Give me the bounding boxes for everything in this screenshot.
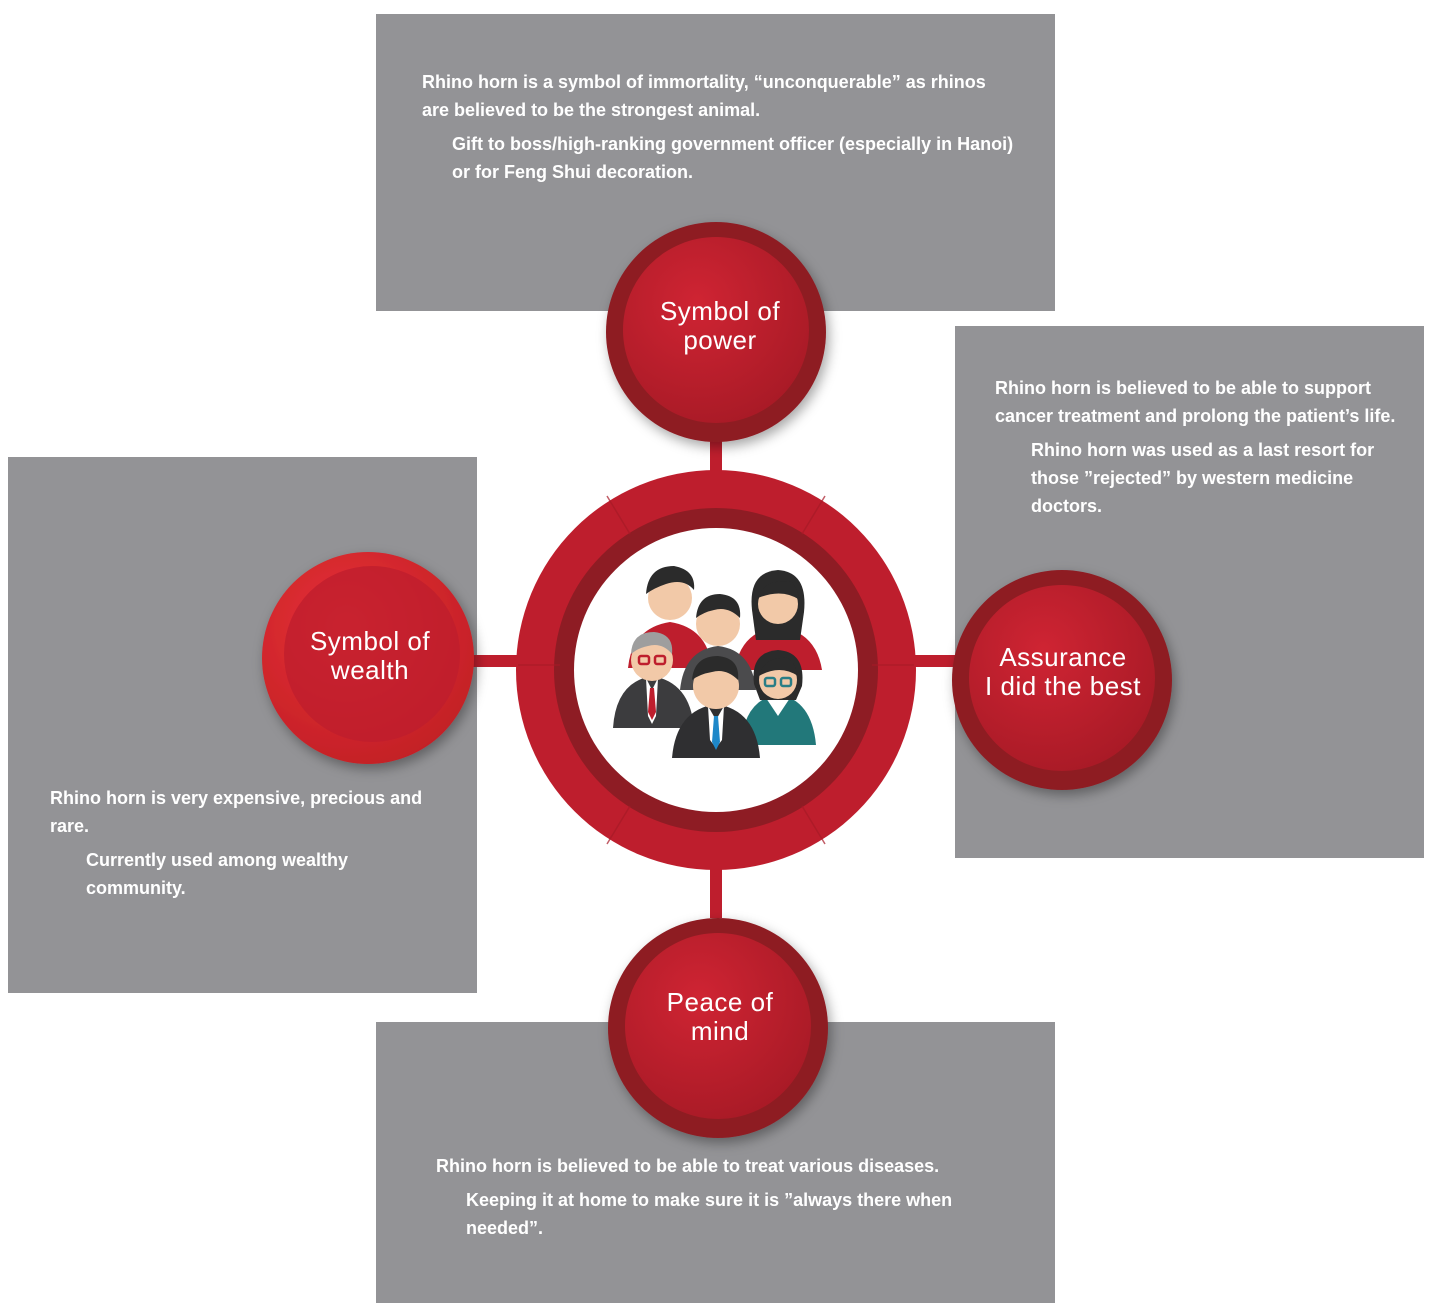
connector-top — [710, 435, 722, 485]
panel-top-sub-text: Gift to boss/high-ranking government off… — [452, 134, 1014, 182]
node-label-line: Peace of — [666, 987, 774, 1017]
connector-lines — [465, 435, 967, 918]
panel-bottom-sub-text: Keeping it at home to make sure it is ”a… — [466, 1190, 953, 1238]
node-label-line: power — [683, 325, 757, 355]
panel-assurance: Rhino horn is believed to be able to sup… — [955, 326, 1424, 858]
hub-inner-circle — [574, 528, 858, 812]
central-hub — [516, 470, 916, 870]
node-label-line: wealth — [330, 655, 410, 685]
node-label-symbol-of-power: Symbol of power — [620, 297, 820, 355]
panel-peace-of-mind: Rhino horn is believed to be able to tre… — [376, 1022, 1055, 1303]
panel-symbol-of-wealth: Rhino horn is very expensive, precious a… — [8, 457, 477, 993]
panel-symbol-of-power: Rhino horn is a symbol of immortality, “… — [376, 14, 1055, 311]
connector-bottom — [710, 868, 722, 918]
node-label-line: I did the best — [985, 671, 1141, 701]
panel-left-main-text: Rhino horn is very expensive, precious a… — [50, 788, 423, 836]
node-label-peace-of-mind: Peace of mind — [620, 988, 820, 1046]
node-label-assurance: Assurance I did the best — [963, 643, 1163, 701]
node-label-line: Symbol of — [659, 296, 781, 326]
node-label-line: mind — [690, 1016, 750, 1046]
hub-segment-lines — [518, 495, 914, 845]
panel-left-sub-text: Currently used among wealthy community. — [86, 850, 349, 898]
panel-right-sub-text: Rhino horn was used as a last resort for… — [1031, 440, 1375, 516]
node-label-line: Symbol of — [309, 626, 431, 656]
panel-right-main-text: Rhino horn is believed to be able to sup… — [995, 378, 1396, 426]
node-label-symbol-of-wealth: Symbol of wealth — [270, 627, 470, 685]
hub-middle-ring — [554, 508, 878, 832]
node-label-line: Assurance — [999, 642, 1127, 672]
hub-outer-ring — [516, 470, 916, 870]
panel-bottom-main-text: Rhino horn is believed to be able to tre… — [436, 1156, 940, 1176]
panel-top-main-text: Rhino horn is a symbol of immortality, “… — [422, 72, 986, 120]
group-of-people-icon — [613, 566, 822, 758]
